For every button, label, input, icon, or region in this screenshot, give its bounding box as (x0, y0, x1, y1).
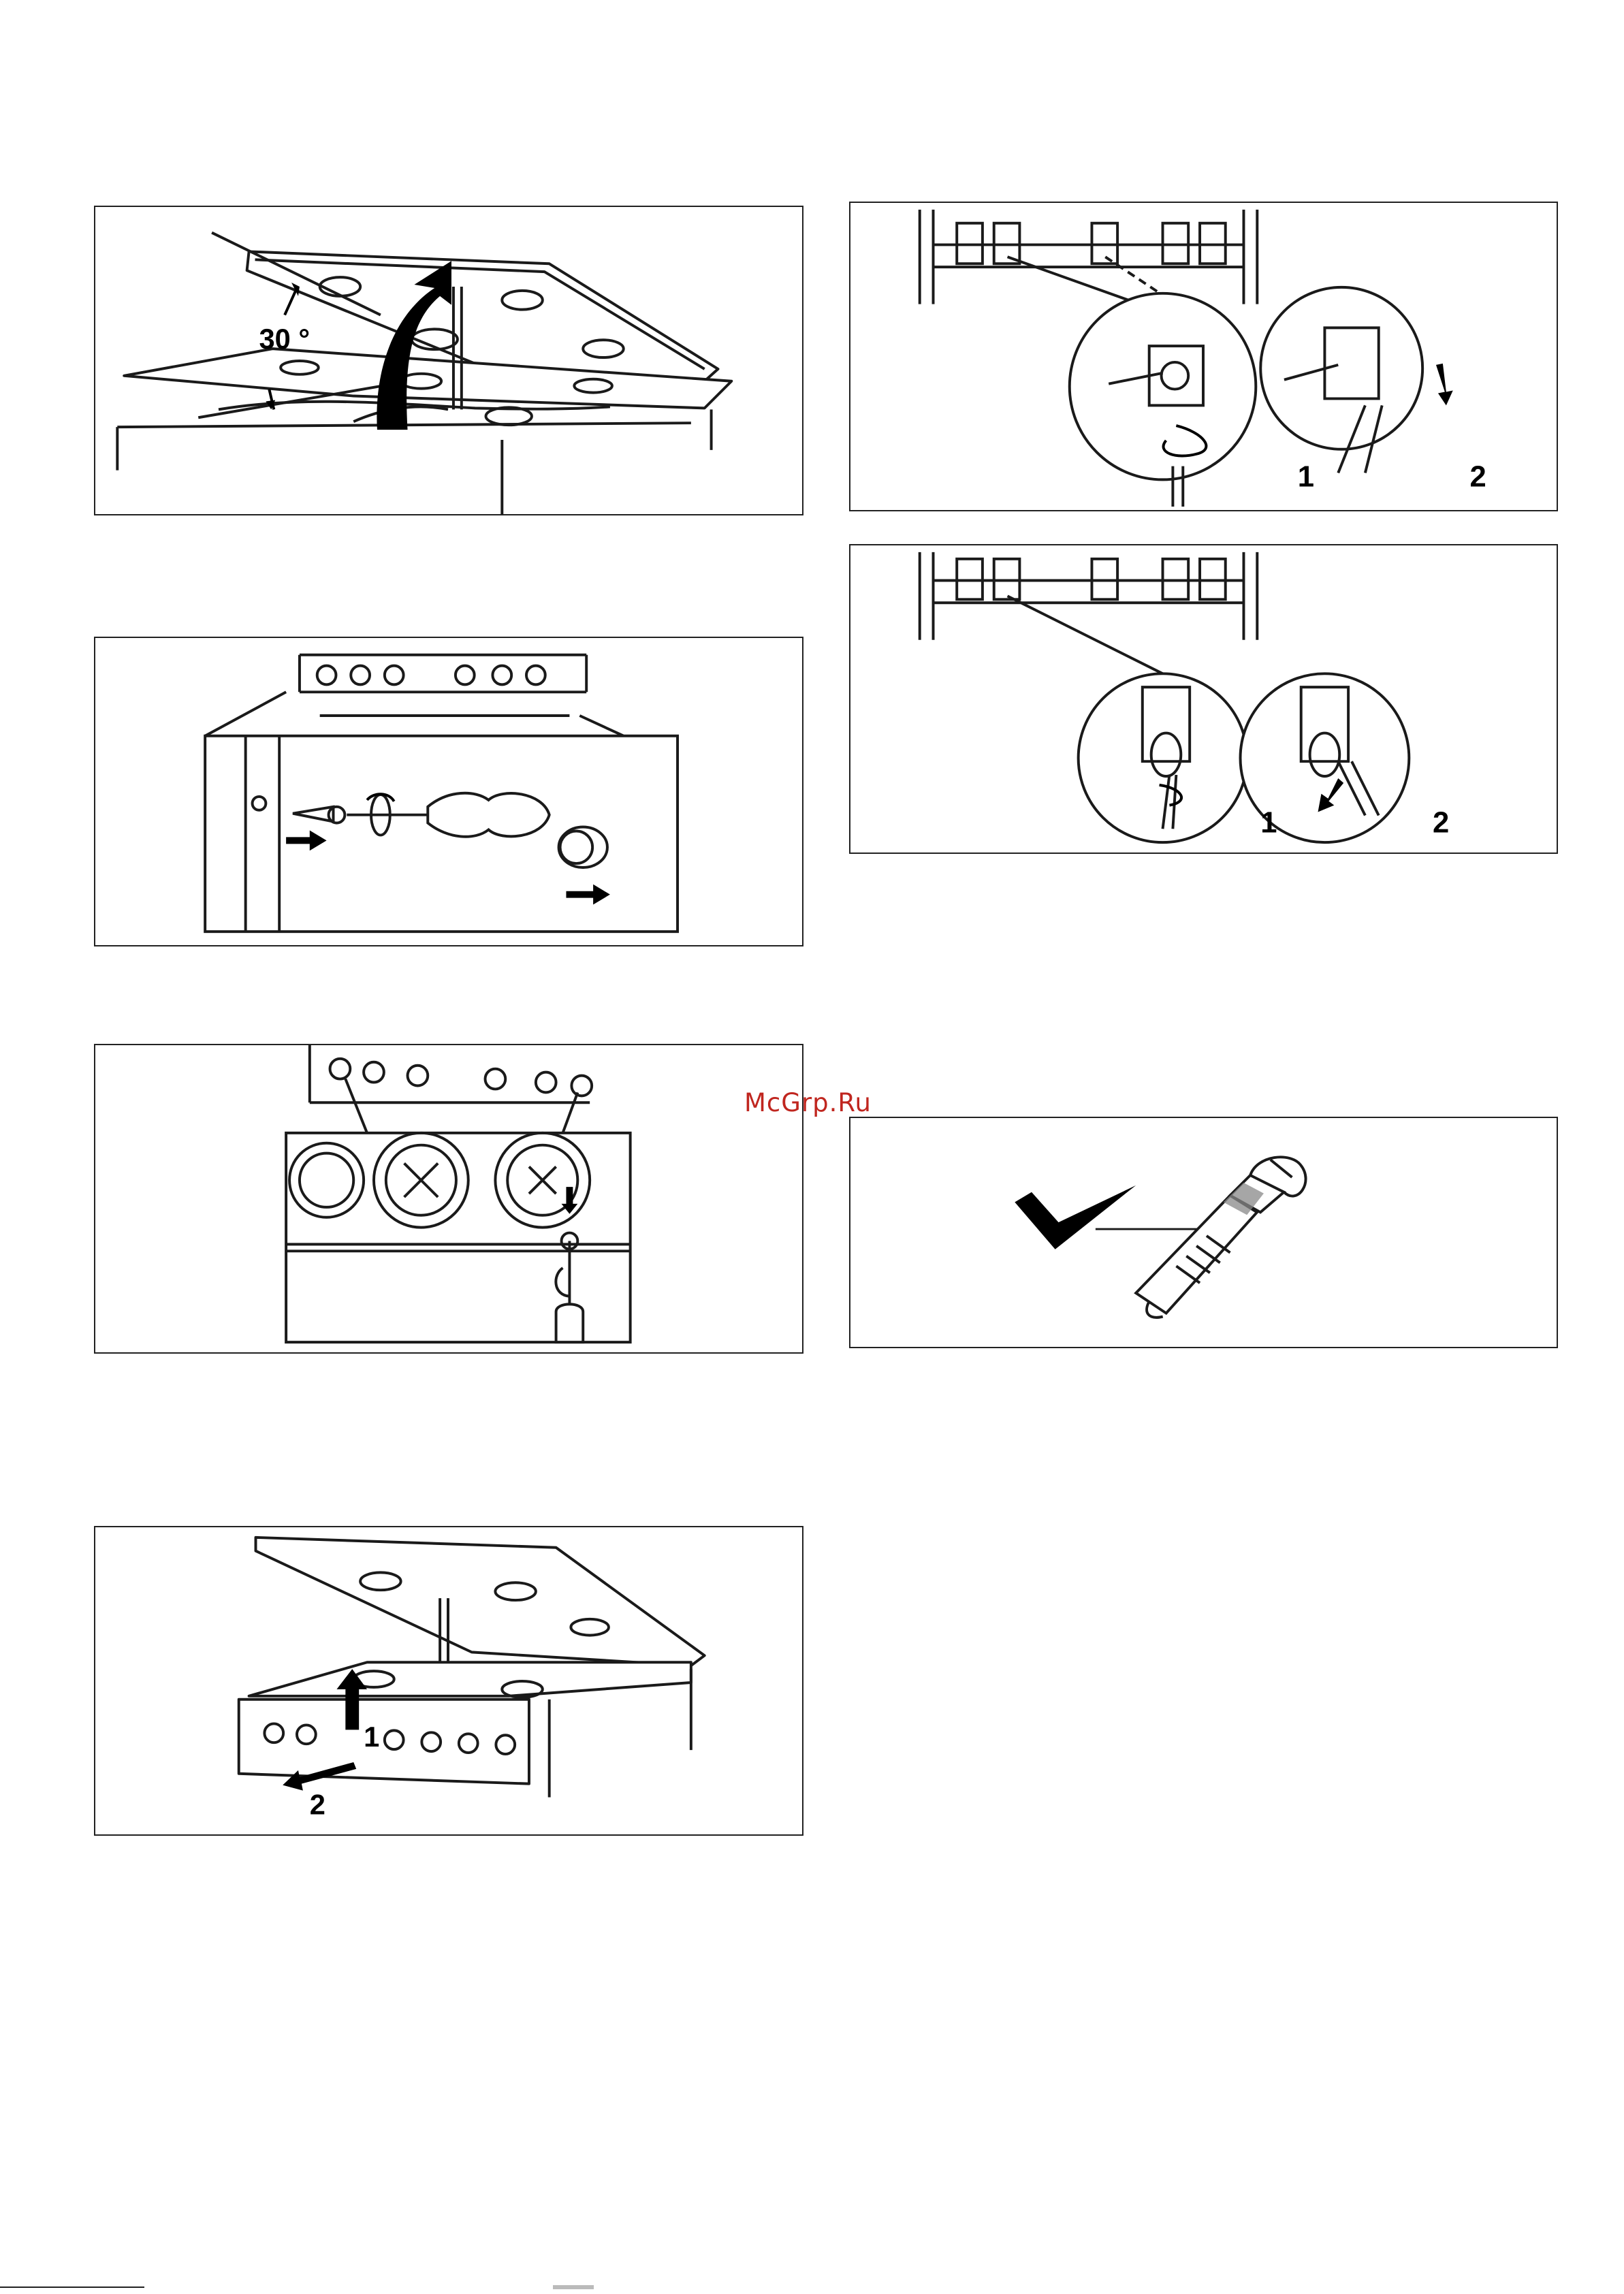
step-2-label: 2 (1470, 460, 1486, 493)
figure-valve-adjustment-a: 1 2 (849, 202, 1558, 511)
watermark-text: McGrp.Ru (744, 1088, 872, 1117)
step-1-label: 1 (1298, 460, 1314, 493)
figure-lift-control-panel: 1 2 (94, 1526, 803, 1836)
figure-knob-screw (94, 1044, 803, 1354)
illustration-screw-removal (95, 638, 802, 945)
illustration-knob-screw (95, 1045, 802, 1352)
illustration-hob-lid-open: 30 ° (95, 207, 802, 514)
step-2-label: 2 (1433, 806, 1449, 839)
move-arrow-icon (1436, 364, 1453, 405)
illustration-hose-connector (850, 1118, 1557, 1347)
checkmark-icon (1015, 1185, 1136, 1249)
page-number-mark (553, 2285, 594, 2289)
illustration-valve-adjustment-a: 1 2 (850, 203, 1557, 510)
figure-hob-lid-30-degrees: 30 ° (94, 206, 803, 515)
step-1-label: 1 (364, 1721, 379, 1753)
figure-remove-side-screws (94, 637, 803, 946)
figure-hose-connector (849, 1117, 1558, 1348)
footer-rule (0, 2287, 144, 2288)
step-2-label: 2 (310, 1788, 325, 1820)
step-1-label: 1 (1260, 806, 1277, 839)
angle-label: 30 ° (259, 323, 310, 355)
figure-valve-adjustment-b: 1 2 (849, 544, 1558, 854)
illustration-control-panel-removal: 1 2 (95, 1527, 802, 1834)
illustration-valve-adjustment-b: 1 2 (850, 545, 1557, 853)
